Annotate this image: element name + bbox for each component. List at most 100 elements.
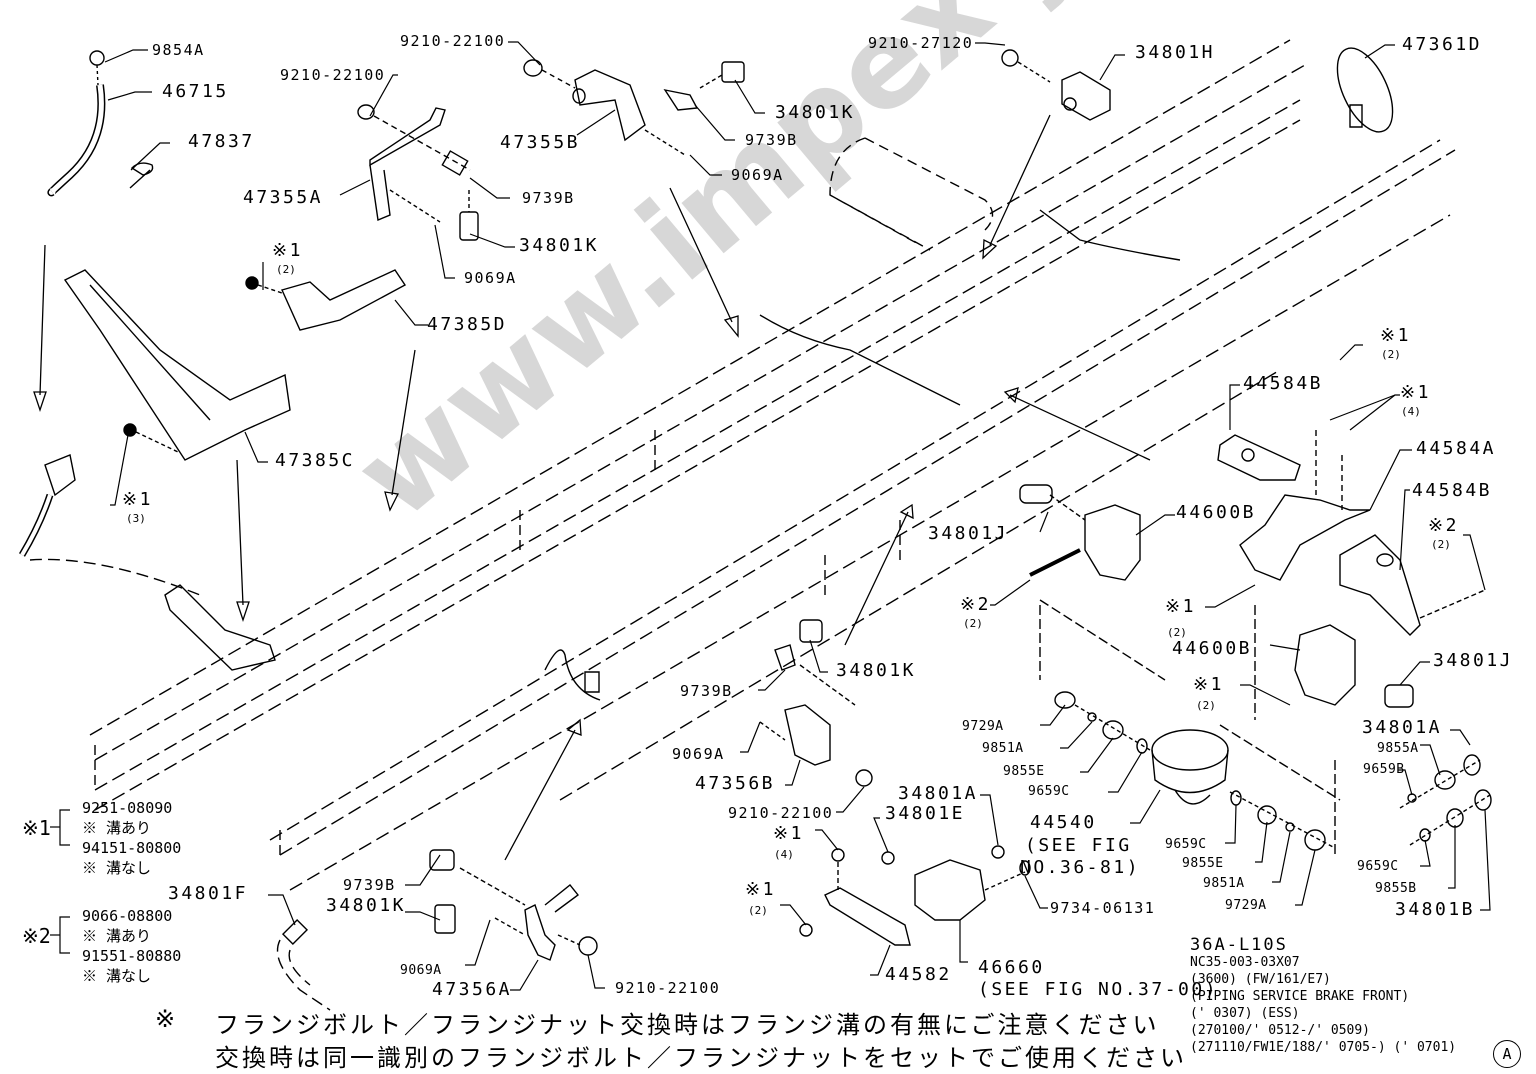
ref-qty: (2) xyxy=(1431,538,1451,551)
legend-without-groove-text: ※ 溝なし xyxy=(82,967,152,985)
valve-34801H xyxy=(1002,50,1110,120)
part-label[interactable]: 9659C xyxy=(1028,784,1070,799)
part-label[interactable]: 47837 xyxy=(188,131,255,152)
part-label[interactable]: 9069A xyxy=(731,166,784,184)
hose-mid xyxy=(545,650,600,700)
part-label[interactable]: 47355B xyxy=(500,132,581,153)
legend-note2: 9066-08800 ※ 溝あり 91551-80880 ※ 溝なし xyxy=(82,906,181,986)
info-line: NC35-003-03X07 xyxy=(1190,955,1300,970)
part-label[interactable]: 34801H xyxy=(1135,42,1216,63)
bracket-47385D xyxy=(246,270,405,330)
part-label[interactable]: 9855E xyxy=(1182,856,1224,871)
frame-crossmembers xyxy=(95,430,900,860)
part-label[interactable]: 34801J xyxy=(1433,650,1514,671)
part-label[interactable]: 47356A xyxy=(432,979,513,1000)
part-label[interactable]: 9734-06131 xyxy=(1050,899,1156,917)
part-label[interactable]: 9739B xyxy=(680,682,733,700)
part-label[interactable]: 9069A xyxy=(464,269,517,287)
part-label[interactable]: 9729A xyxy=(1225,898,1267,913)
bracket-44584B-upper xyxy=(1218,435,1300,480)
info-line: (271110/FW1E/188/' 0705-) (' 0701) xyxy=(1190,1040,1457,1055)
part-label[interactable]: 9851A xyxy=(982,741,1024,756)
part-label[interactable]: 9210-22100 xyxy=(280,66,386,84)
footer-note-mark: ※ xyxy=(155,1005,179,1033)
part-label[interactable]: 9739B xyxy=(745,131,798,149)
part-label[interactable]: 34801K xyxy=(519,235,600,256)
fittings-left-chain xyxy=(1055,692,1150,753)
part-label[interactable]: 9210-22100 xyxy=(615,979,721,997)
part-label[interactable]: 9855E xyxy=(1003,764,1045,779)
arrow-icon xyxy=(385,350,415,510)
part-label[interactable]: 44584A xyxy=(1416,438,1497,459)
part-label[interactable]: 34801K xyxy=(836,660,917,681)
info-line: (270100/' 0512-/' 0509) xyxy=(1190,1023,1371,1038)
part-label[interactable]: 9855B xyxy=(1375,881,1417,896)
ref-qty: (2) xyxy=(1167,626,1187,639)
part-label[interactable]: 9210-27120 xyxy=(868,34,974,52)
part-label[interactable]: 44584B xyxy=(1412,480,1493,501)
part-label[interactable]: 34801K xyxy=(775,102,856,123)
part-label: NO.36-81) xyxy=(1020,857,1141,878)
arrow-icon xyxy=(237,460,249,620)
direction-arrows xyxy=(34,115,1150,860)
part-label[interactable]: 9210-22100 xyxy=(728,804,834,822)
part-label[interactable]: 34801A xyxy=(1362,717,1443,738)
bracket-47355B xyxy=(524,60,744,155)
part-label[interactable]: 9659C xyxy=(1357,859,1399,874)
arrow-icon xyxy=(34,245,46,410)
bracket-47355A xyxy=(358,105,478,240)
hose-46715 xyxy=(51,51,104,192)
part-label[interactable]: 34801F xyxy=(168,883,249,904)
part-label[interactable]: 9659C xyxy=(1165,837,1207,852)
info-line: (' 0307) (ESS) xyxy=(1190,1006,1300,1021)
legend-part-with-groove: 9251-08090 xyxy=(82,799,173,817)
part-label[interactable]: 9069A xyxy=(672,745,725,763)
part-label: (SEE FIG xyxy=(1025,835,1132,856)
legend-part-with-groove: 9066-08800 xyxy=(82,907,173,925)
part-label[interactable]: 9210-22100 xyxy=(400,32,506,50)
part-label[interactable]: 44582 xyxy=(885,964,952,985)
part-label[interactable]: 34801A xyxy=(898,783,979,804)
legend-with-groove-text: ※ 溝あり xyxy=(82,927,152,945)
arrow-icon xyxy=(670,188,738,336)
air-tank xyxy=(830,138,993,250)
part-label[interactable]: 9659B xyxy=(1363,762,1405,777)
part-label[interactable]: 47355A xyxy=(243,187,324,208)
part-label[interactable]: 34801J xyxy=(928,523,1009,544)
part-label[interactable]: 34801K xyxy=(326,895,407,916)
part-label[interactable]: 47385D xyxy=(427,314,508,335)
part-label: (SEE FIG NO.37-00) xyxy=(978,979,1219,1000)
part-label[interactable]: 9851A xyxy=(1203,876,1245,891)
part-label[interactable]: 9739B xyxy=(522,189,575,207)
arrow-icon xyxy=(505,720,581,860)
part-label[interactable]: 9855A xyxy=(1377,741,1419,756)
part-label[interactable]: 44600B xyxy=(1172,638,1253,659)
part-label[interactable]: 46660 xyxy=(978,957,1045,978)
bracket-47385C xyxy=(65,270,290,460)
part-label[interactable]: 9854A xyxy=(152,41,205,59)
valve-44600B-upper xyxy=(1020,485,1140,580)
legend-with-groove-text: ※ 溝あり xyxy=(82,819,152,837)
part-label[interactable]: 9069A xyxy=(400,963,442,978)
legend-brackets xyxy=(50,810,70,953)
ref-mark: ※2 xyxy=(1428,515,1459,536)
part-label[interactable]: 34801B xyxy=(1395,899,1476,920)
part-label[interactable]: 9729A xyxy=(962,719,1004,734)
part-label[interactable]: 44540 xyxy=(1030,812,1097,833)
part-label[interactable]: 34801E xyxy=(885,803,966,824)
relay-valve-44540 xyxy=(1040,600,1340,855)
legend-note2-mark: ※2 xyxy=(22,924,51,948)
part-label[interactable]: 47385C xyxy=(275,450,356,471)
part-label[interactable]: 46715 xyxy=(162,81,229,102)
part-label[interactable]: 44600B xyxy=(1176,502,1257,523)
ref-qty: (4) xyxy=(774,848,794,861)
ref-mark: ※1 xyxy=(745,879,776,900)
part-label[interactable]: 47361D xyxy=(1402,34,1483,55)
hose-fitting-left xyxy=(22,455,200,595)
leader-lines xyxy=(105,42,1490,990)
drawing-info-block: 36A-L10S NC35-003-03X07 (3600) (FW/161/E… xyxy=(1190,937,1456,1056)
ref-mark: ※1 xyxy=(1165,596,1196,617)
part-label[interactable]: 44584B xyxy=(1243,373,1324,394)
part-label[interactable]: 9739B xyxy=(343,876,396,894)
part-label[interactable]: 47356B xyxy=(695,773,776,794)
